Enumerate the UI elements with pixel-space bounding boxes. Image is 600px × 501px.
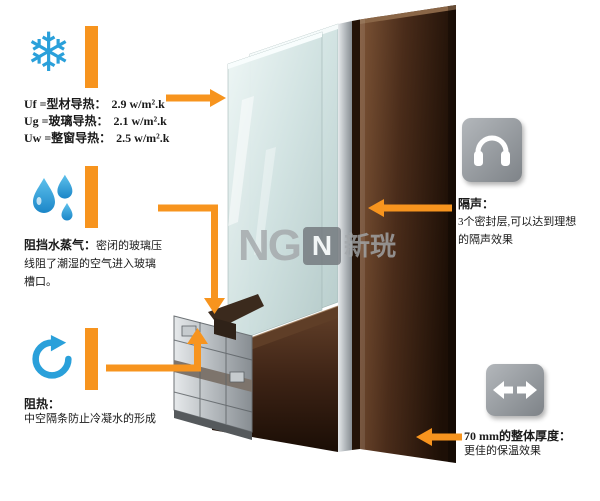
thermal-values: Uf =型材导热：2.9 w/m².k Ug =玻璃导热：2.1 w/m².k … <box>24 96 194 147</box>
sound-note: 隔声： 3个密封层,可以达到理想的隔声效果 <box>458 196 578 248</box>
vapor-icon-wrap <box>28 166 98 228</box>
glazing-bead <box>208 294 264 328</box>
double-arrow-icon <box>493 381 537 399</box>
u-value: 2.9 w/m².k <box>111 97 165 111</box>
arrow-heat <box>106 328 208 372</box>
callout-heat-icon <box>28 328 98 390</box>
u-value: 2.1 w/m².k <box>113 114 167 128</box>
u-value-line-ug: Ug =玻璃导热： 2.1 w/m².k <box>24 113 194 130</box>
thickness-title: 70 mm的整体厚度： <box>464 429 571 443</box>
thickness-note: 70 mm的整体厚度： 更佳的保温效果 <box>464 428 596 459</box>
u-label: Uf =型材导热： <box>24 97 107 111</box>
arrow-thermal <box>166 89 226 107</box>
watermark-boxed-letter: N <box>311 230 333 261</box>
accent-bar <box>85 26 98 88</box>
accent-bar <box>85 166 98 228</box>
heat-body: 中空隔条防止冷凝水的形成 <box>24 413 156 425</box>
sound-title: 隔声： <box>458 197 495 211</box>
vapor-title: 阻挡水蒸气： <box>24 238 97 252</box>
arrow-vapor <box>158 204 225 314</box>
u-label: Uw =整窗导热： <box>24 131 112 145</box>
headphones-icon <box>474 135 510 166</box>
circular-arrow-icon <box>32 335 72 379</box>
u-value: 2.5 w/m².k <box>116 131 170 145</box>
u-value-line-uw: Uw =整窗导热： 2.5 w/m².k <box>24 130 194 147</box>
frame-right-member <box>360 5 456 463</box>
arrow-sound <box>368 199 452 217</box>
sound-body: 3个密封层,可以达到理想的隔声效果 <box>458 216 577 246</box>
thickness-body: 更佳的保温效果 <box>464 445 541 457</box>
heat-note: 阻热： 中空隔条防止冷凝水的形成 <box>24 396 196 427</box>
u-value-line-uf: Uf =型材导热： 2.9 w/m².k <box>24 96 194 113</box>
water-droplets-icon <box>33 174 73 221</box>
thickness-icon-box <box>486 364 544 416</box>
watermark-latin: NG <box>238 221 302 270</box>
gasket-groove <box>352 19 360 450</box>
vapor-note: 阻挡水蒸气：密闭的玻璃压线阻了潮湿的空气进入玻璃槽口。 <box>24 236 162 290</box>
glass-pane-outer <box>227 31 323 345</box>
accent-bar <box>85 328 98 390</box>
heat-icon-wrap <box>28 328 98 390</box>
thermal-icon-wrap: ❄ <box>26 23 98 88</box>
watermark-cjk: 新珖 <box>344 231 397 261</box>
snowflake-icon: ❄ <box>26 23 72 83</box>
callout-vapor-icon <box>28 166 98 228</box>
callout-thermal-icon: ❄ <box>26 23 98 88</box>
watermark-logo-box: N <box>303 227 341 265</box>
heat-title: 阻热： <box>24 397 61 411</box>
u-label: Ug =玻璃导热： <box>24 114 109 128</box>
sound-icon-box <box>462 118 522 182</box>
vapor-body: 密闭的玻璃压线阻了潮湿的空气进入玻璃槽口。 <box>24 240 163 288</box>
arrow-thickness <box>416 428 462 446</box>
watermark: NG N 新珖 <box>238 224 396 268</box>
aluminium-edge-strip <box>338 21 352 452</box>
